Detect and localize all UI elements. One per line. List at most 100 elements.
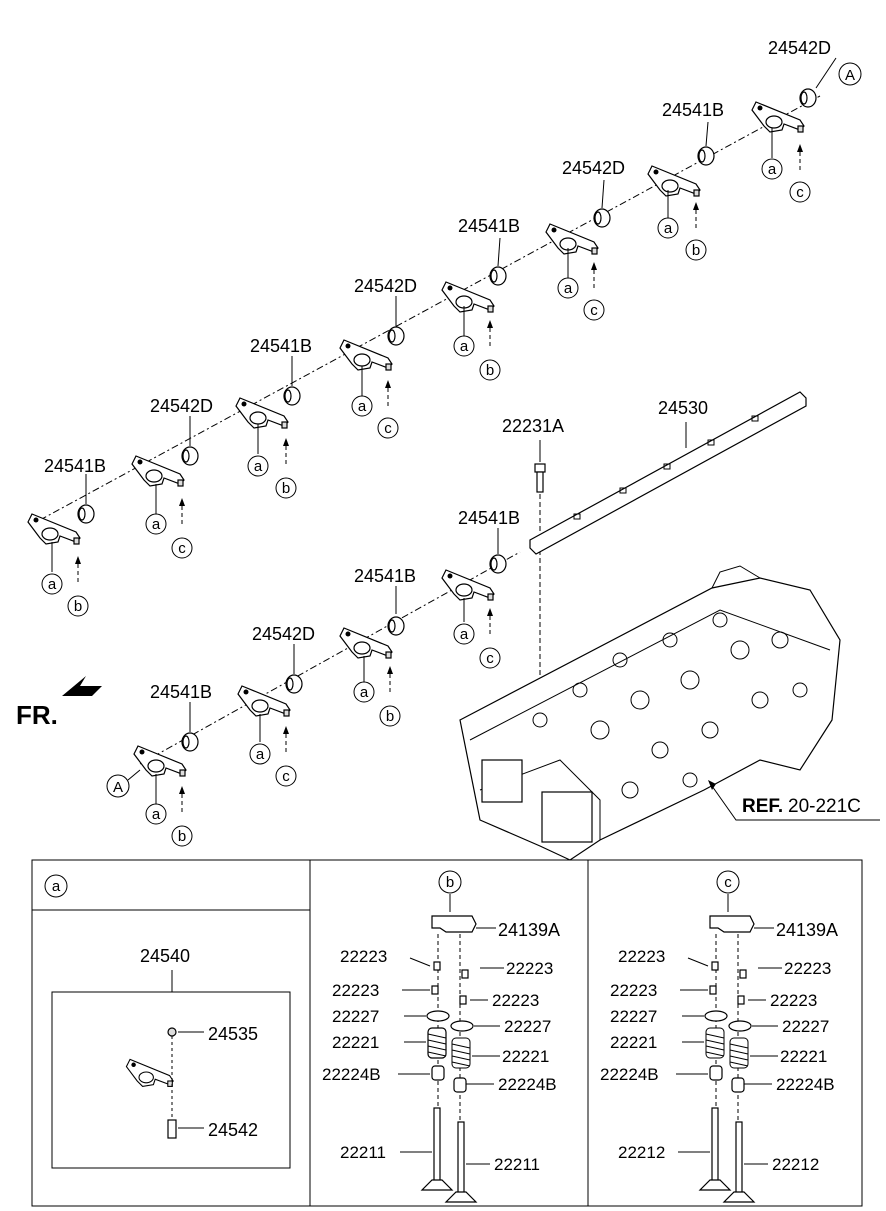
upper-spacer bbox=[489, 266, 507, 286]
upper-callouts: A a c a b a c a b a c a b a c a b bbox=[41, 62, 862, 617]
svg-text:a: a bbox=[48, 576, 57, 593]
svg-text:22227: 22227 bbox=[504, 1017, 551, 1036]
upper-spacer bbox=[799, 88, 817, 108]
svg-text:b: b bbox=[178, 828, 186, 845]
svg-text:22224B: 22224B bbox=[322, 1065, 381, 1084]
part-label: 24542D bbox=[354, 276, 417, 296]
lower-spacer bbox=[285, 674, 303, 694]
part-label: 24542D bbox=[252, 624, 315, 644]
upper-rocker-arm bbox=[751, 101, 805, 133]
svg-text:b: b bbox=[386, 708, 394, 725]
svg-text:22221: 22221 bbox=[780, 1047, 827, 1066]
svg-text:22227: 22227 bbox=[332, 1007, 379, 1026]
svg-text:b: b bbox=[486, 362, 494, 379]
svg-text:22221: 22221 bbox=[610, 1033, 657, 1052]
svg-text:22224B: 22224B bbox=[498, 1075, 557, 1094]
part-label: 24542D bbox=[150, 396, 213, 416]
upper-rocker-arm bbox=[235, 397, 289, 429]
part-label: 24541B bbox=[150, 682, 212, 702]
part-label: 22231A bbox=[502, 416, 564, 436]
part-label: 24541B bbox=[662, 100, 724, 120]
cylinder-head bbox=[459, 565, 841, 861]
lower-rocker-arm bbox=[133, 745, 187, 777]
svg-text:a: a bbox=[664, 220, 673, 237]
panel-b: b 24139A 22223 22223 22223 22223 22227 2… bbox=[322, 870, 560, 1203]
ref-callout: REF. 20-221C bbox=[708, 780, 880, 821]
ref-value: 20-221C bbox=[788, 796, 861, 817]
svg-text:22211: 22211 bbox=[494, 1155, 540, 1174]
svg-text:a: a bbox=[152, 516, 161, 533]
svg-text:a: a bbox=[768, 161, 777, 178]
svg-text:22212: 22212 bbox=[772, 1155, 819, 1174]
svg-text:a: a bbox=[152, 806, 161, 823]
front-label: FR. bbox=[16, 700, 58, 730]
svg-text:b: b bbox=[282, 480, 290, 497]
lower-spacer bbox=[489, 554, 507, 574]
lower-rocker-arm bbox=[237, 685, 291, 717]
svg-text:a: a bbox=[460, 338, 469, 355]
part-label: 24542 bbox=[208, 1120, 258, 1140]
part-label: 24530 bbox=[658, 398, 708, 418]
svg-text:c: c bbox=[486, 650, 494, 667]
part-label: 24139A bbox=[498, 920, 560, 940]
svg-text:22227: 22227 bbox=[782, 1017, 829, 1036]
part-label: 24542D bbox=[562, 158, 625, 178]
svg-text:a: a bbox=[358, 398, 367, 415]
svg-text:a: a bbox=[254, 458, 263, 475]
ref-bold: REF. bbox=[742, 796, 783, 817]
svg-text:22223: 22223 bbox=[332, 981, 379, 1000]
upper-spacer bbox=[697, 146, 715, 166]
svg-text:c: c bbox=[384, 420, 392, 437]
svg-text:22223: 22223 bbox=[340, 947, 387, 966]
part-label: 24542D bbox=[768, 38, 831, 58]
part-label: 24541B bbox=[354, 566, 416, 586]
upper-rocker-arm bbox=[339, 339, 393, 371]
upper-rocker-arm bbox=[647, 165, 701, 197]
lower-spacer bbox=[181, 732, 199, 752]
svg-text:22224B: 22224B bbox=[600, 1065, 659, 1084]
part-label: 24535 bbox=[208, 1024, 258, 1044]
part-label: 24541B bbox=[458, 216, 520, 236]
svg-text:22221: 22221 bbox=[502, 1047, 549, 1066]
panel-key: b bbox=[446, 874, 454, 891]
svg-text:a: a bbox=[360, 684, 369, 701]
svg-text:a: a bbox=[460, 626, 469, 643]
upper-rocker-arm bbox=[441, 281, 495, 313]
lower-labels: 24541B 24541B 24542D 24541B bbox=[150, 508, 520, 732]
svg-text:22211: 22211 bbox=[340, 1143, 386, 1162]
panel-key: c bbox=[724, 874, 732, 891]
part-label: 24541B bbox=[250, 336, 312, 356]
detail-panels bbox=[31, 859, 863, 1207]
part-label: 24541B bbox=[44, 456, 106, 476]
svg-text:22223: 22223 bbox=[492, 991, 539, 1010]
upper-rocker-arm bbox=[27, 513, 81, 545]
svg-text:a: a bbox=[564, 280, 573, 297]
svg-text:a: a bbox=[256, 746, 265, 763]
svg-text:22212: 22212 bbox=[618, 1143, 665, 1162]
svg-text:22227: 22227 bbox=[610, 1007, 657, 1026]
panel-key: a bbox=[52, 878, 61, 895]
part-label: 24139A bbox=[776, 920, 838, 940]
upper-spacer bbox=[181, 446, 199, 466]
part-label: 24541B bbox=[458, 508, 520, 528]
svg-text:c: c bbox=[178, 540, 186, 557]
svg-text:22223: 22223 bbox=[506, 959, 553, 978]
upper-shaft-line bbox=[39, 95, 821, 521]
svg-text:c: c bbox=[282, 768, 290, 785]
upper-rocker-arm bbox=[545, 223, 599, 255]
svg-text:b: b bbox=[692, 242, 700, 259]
panel-a: a 24540 24535 24542 bbox=[44, 874, 291, 1169]
upper-spacer bbox=[593, 208, 611, 228]
lower-rocker-arm bbox=[339, 627, 393, 659]
svg-text:b: b bbox=[74, 598, 82, 615]
upper-labels: 24542D 24541B 24542D 24541B 24542D 24541… bbox=[44, 38, 837, 504]
svg-text:22223: 22223 bbox=[784, 959, 831, 978]
bolt-22231A: 22231A bbox=[502, 416, 564, 780]
svg-text:c: c bbox=[796, 184, 804, 201]
upper-spacer bbox=[77, 504, 95, 524]
svg-text:A: A bbox=[113, 779, 123, 796]
upper-rocker-arm bbox=[131, 455, 185, 487]
lower-callouts: a c a b a c a b A bbox=[106, 598, 501, 847]
upper-spacer bbox=[387, 326, 405, 346]
